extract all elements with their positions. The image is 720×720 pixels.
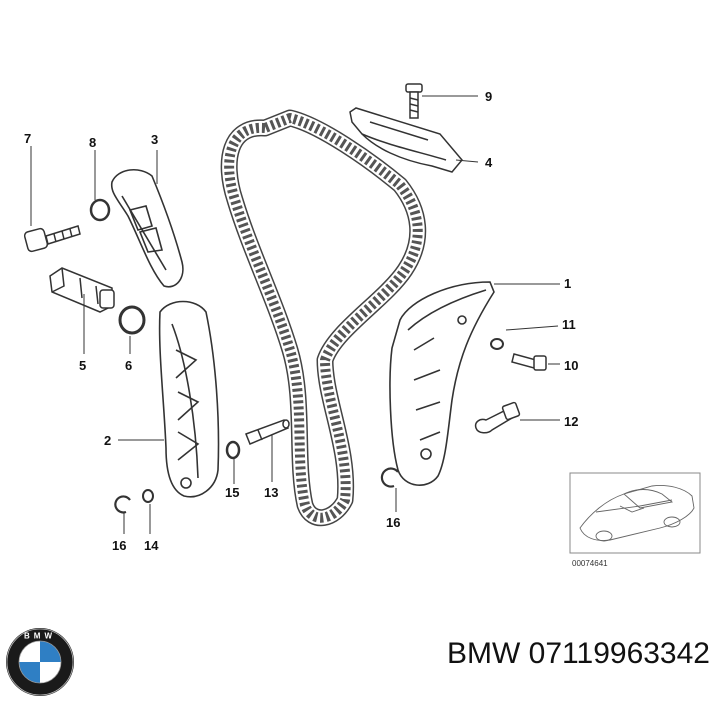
seal-ring-part-6 [118, 305, 146, 335]
bolt-part-7 [23, 225, 81, 253]
clip-part-16-left [114, 495, 131, 514]
callout-16-left: 16 [112, 538, 126, 553]
bolt-part-10 [511, 353, 547, 371]
part-number: BMW 07119963342 [447, 637, 710, 670]
chain-tensioner-part-5 [49, 267, 115, 313]
bmw-roundel-icon: BMW [6, 628, 74, 696]
callout-5: 5 [79, 358, 86, 373]
seal-ring-part-8 [89, 198, 111, 222]
callout-13: 13 [264, 485, 278, 500]
callout-15: 15 [225, 485, 239, 500]
pin-part-13 [245, 419, 290, 445]
callout-1: 1 [564, 276, 571, 291]
callout-9: 9 [485, 89, 492, 104]
callout-labels: 7 8 3 9 4 1 11 10 12 2 5 6 15 13 16 14 1… [24, 89, 578, 553]
clip-part-16-right [380, 467, 399, 488]
tensioner-rail-upper [110, 169, 184, 288]
washer-part-14 [142, 489, 154, 503]
bolt-part-12 [474, 401, 521, 434]
callout-4: 4 [485, 155, 493, 170]
callout-10: 10 [564, 358, 578, 373]
diagram-code: 00074641 [572, 559, 608, 568]
leader-lines [30, 95, 560, 534]
tensioner-rail-lower [158, 300, 220, 498]
callout-6: 6 [125, 358, 132, 373]
bolt-part-9 [405, 83, 423, 119]
callout-11: 11 [562, 317, 576, 332]
washer-part-11 [490, 338, 504, 350]
callout-12: 12 [564, 414, 578, 429]
logo-letters: BMW [24, 632, 56, 641]
timing-chain [220, 109, 427, 527]
callout-8: 8 [89, 135, 96, 150]
callout-7: 7 [24, 131, 31, 146]
guide-rail-right-part-1 [389, 281, 495, 486]
car-inset: 00074641 [569, 472, 701, 568]
callout-16-right: 16 [386, 515, 400, 530]
callout-14: 14 [144, 538, 159, 553]
washer-part-15 [225, 440, 241, 460]
guide-rail-upper-part-4 [349, 107, 463, 173]
callout-3: 3 [151, 132, 158, 147]
callout-2: 2 [104, 433, 111, 448]
